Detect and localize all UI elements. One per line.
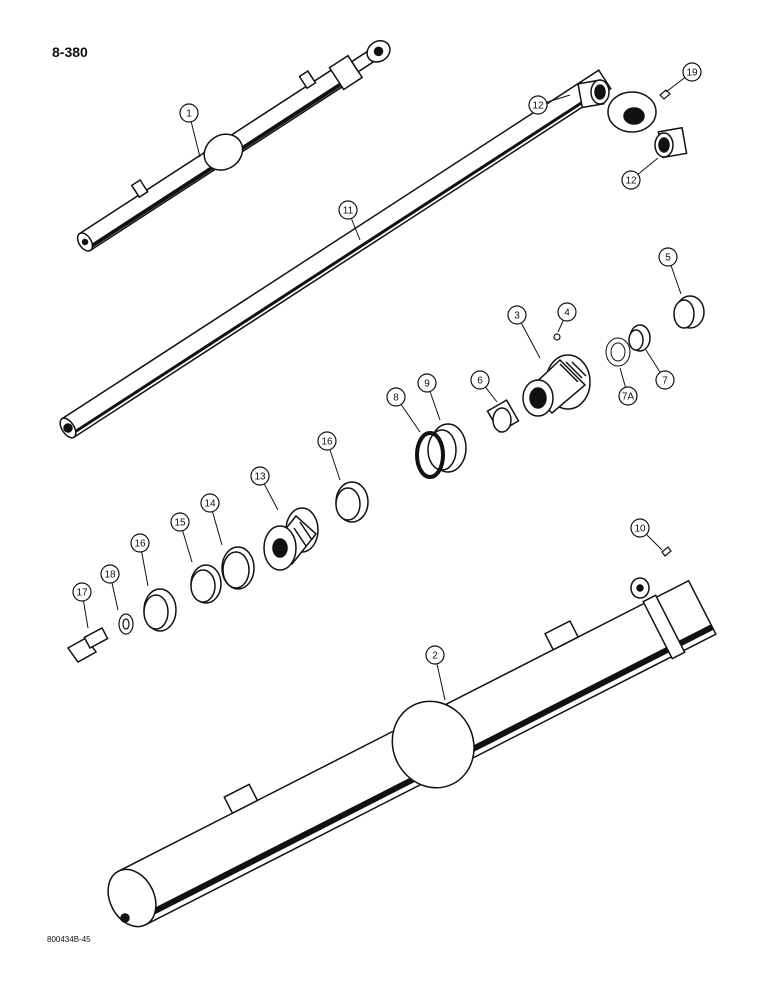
part-2-cylinder-tube	[107, 577, 717, 928]
figure-code: 800434B-45	[47, 935, 91, 944]
callout-label-3: 3	[514, 311, 520, 322]
part-15-wear-ring	[190, 564, 222, 604]
callout-label-19: 19	[686, 68, 698, 79]
callout-15: 15	[170, 512, 193, 563]
callout-circle-7	[655, 370, 675, 390]
callout-label-11: 11	[343, 206, 354, 217]
callout-label-10: 10	[634, 524, 646, 535]
callout-5: 5	[658, 247, 682, 295]
callout-circle-4	[557, 302, 577, 322]
callout-label-16b: 16	[134, 539, 146, 550]
callout-19: 19	[665, 62, 702, 93]
part-3-gland	[522, 354, 591, 417]
callout-label-14: 14	[204, 499, 216, 510]
callout-2: 2	[425, 645, 446, 701]
callout-label-5: 5	[665, 253, 671, 264]
callout-label-12a: 12	[532, 101, 544, 112]
callout-group: 1 19 12 12 11 5 3 4 6 7 7A 8 9 16 13 14 15 16 18 17 10 2	[72, 62, 702, 701]
callout-7: 7	[645, 349, 675, 390]
callout-3: 3	[507, 305, 541, 359]
callout-label-7A: 7A	[622, 392, 635, 403]
callout-6: 6	[470, 370, 498, 403]
part-10-fitting	[661, 546, 672, 557]
callout-circle-6	[470, 370, 490, 390]
part-11-piston-rod	[59, 69, 657, 439]
part-17-bolt	[66, 626, 109, 663]
callout-circle-17	[72, 582, 92, 602]
part-19-grease-fitting	[659, 89, 671, 100]
callout-circle-12b	[621, 170, 641, 190]
callout-9: 9	[417, 373, 441, 421]
callout-12a: 12	[528, 94, 571, 115]
callout-circle-1	[179, 103, 199, 123]
callout-circle-13	[250, 466, 270, 486]
callout-circle-16b	[130, 533, 150, 553]
callout-1: 1	[179, 103, 201, 158]
callout-label-13: 13	[254, 472, 266, 483]
part-16-ring-upper	[335, 481, 369, 523]
callout-circle-2	[425, 645, 445, 665]
callout-18: 18	[100, 564, 120, 611]
part-12-bushing-top	[577, 79, 610, 109]
callout-13: 13	[250, 466, 279, 511]
callout-label-15: 15	[174, 518, 186, 529]
callout-label-18: 18	[104, 570, 116, 581]
callout-label-4: 4	[564, 308, 570, 319]
part-1-small-cylinder	[76, 39, 391, 252]
part-4-ball	[553, 333, 561, 341]
callout-circle-14	[200, 493, 220, 513]
callout-circle-9	[417, 373, 437, 393]
part-14-seal	[221, 546, 255, 590]
callout-12b: 12	[621, 157, 659, 190]
callout-label-17: 17	[76, 588, 88, 599]
callout-label-7: 7	[662, 376, 668, 387]
part-7a-washer	[605, 337, 631, 367]
part-9-backup-ring	[427, 423, 467, 473]
callout-17: 17	[72, 582, 92, 629]
callout-circle-11	[338, 200, 358, 220]
callout-circle-7A	[618, 386, 638, 406]
page-number: 8-380	[52, 44, 88, 60]
callout-label-16a: 16	[321, 437, 333, 448]
callout-label-1: 1	[186, 109, 192, 120]
callout-circle-15	[170, 512, 190, 532]
part-16-ring-lower	[143, 588, 177, 632]
callout-4: 4	[557, 302, 577, 333]
callout-label-8: 8	[393, 393, 399, 404]
callout-circle-19	[682, 62, 702, 82]
callout-label-12b: 12	[625, 176, 637, 187]
callout-16a: 16	[317, 431, 341, 481]
callout-10: 10	[630, 518, 663, 551]
callout-circle-3	[507, 305, 527, 325]
callout-circle-5	[658, 247, 678, 267]
callout-circle-18	[100, 564, 120, 584]
callout-7A: 7A	[618, 367, 638, 406]
callout-16b: 16	[130, 533, 150, 587]
callout-label-6: 6	[477, 376, 483, 387]
callout-14: 14	[200, 493, 223, 546]
part-7-seal	[628, 324, 651, 352]
callout-11: 11	[338, 200, 361, 241]
callout-label-9: 9	[424, 379, 430, 390]
part-18-washer	[118, 613, 134, 635]
part-12-bushing-bottom	[654, 126, 688, 159]
callout-circle-8	[386, 387, 406, 407]
callout-circle-16a	[317, 431, 337, 451]
callout-8: 8	[386, 387, 421, 433]
callout-circle-10	[630, 518, 650, 538]
callout-label-2: 2	[432, 651, 438, 662]
callout-circle-12a	[528, 95, 548, 115]
part-13-piston	[263, 507, 319, 571]
part-8-o-ring	[415, 431, 445, 479]
part-5-wiper	[673, 295, 705, 329]
part-6-bushing	[486, 399, 520, 433]
